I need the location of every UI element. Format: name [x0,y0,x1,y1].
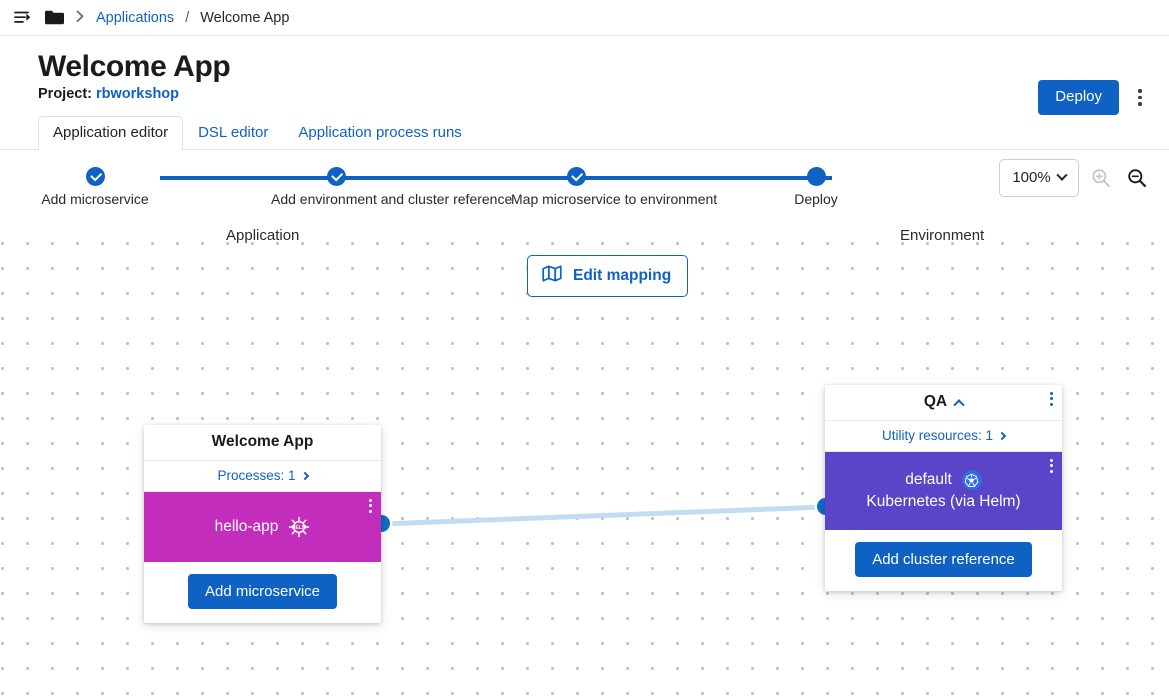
kubernetes-icon [961,470,982,491]
zoom-controls: 100% [999,158,1151,197]
cluster-overflow-menu-icon[interactable] [1050,458,1053,473]
step-map-microservice[interactable]: Map microservice to environment [381,164,717,207]
microservice-overflow-menu-icon[interactable] [369,498,372,513]
deploy-button[interactable]: Deploy [1038,80,1119,115]
header-overflow-menu-icon[interactable] [1125,81,1155,113]
utility-resources-link[interactable]: Utility resources: 1 [825,421,1062,452]
chevron-right-icon [997,431,1007,440]
tab-bar: Application editor DSL editor Applicatio… [0,115,1169,150]
column-header-application: Application [226,226,300,244]
environment-node-footer: Add cluster reference [825,530,1062,591]
tab-application-process-runs[interactable]: Application process runs [298,123,462,141]
cluster-type: Kubernetes (via Helm) [866,493,1021,511]
microservice-node[interactable]: hello-app HELM [144,491,381,562]
diagram-canvas[interactable]: Application Environment Edit mapping Wel… [0,219,1169,696]
step-dot-check-icon[interactable] [566,166,586,186]
environment-node-header: QA [825,385,1062,421]
add-cluster-reference-button[interactable]: Add cluster reference [855,541,1032,577]
breadcrumb-current: Welcome App [200,9,290,26]
stepper-track [160,175,832,180]
chevron-up-icon[interactable] [953,399,965,411]
edit-mapping-button[interactable]: Edit mapping [527,254,689,297]
microservice-name: hello-app [214,517,279,535]
expand-sidebar-icon[interactable] [14,10,33,25]
zoom-level-select[interactable]: 100% [999,158,1079,197]
step-label: Add microservice [41,190,149,207]
environment-node-card[interactable]: QA Utility resources: 1 default [825,384,1062,591]
map-icon [542,265,563,287]
stepper-zone: Add microservice Add environment and clu… [0,149,1169,220]
utility-resources-label: Utility resources: 1 [881,428,994,444]
edit-mapping-label: Edit mapping [573,266,672,284]
column-header-environment: Environment [900,226,985,244]
step-dot[interactable] [806,166,826,186]
step-dot-check-icon[interactable] [326,166,346,186]
chevron-down-icon [1056,169,1068,181]
breadcrumb-chevron-icon [76,10,85,25]
step-deploy[interactable]: Deploy [621,164,881,207]
zoom-in-icon[interactable] [1087,164,1115,192]
processes-label: Processes: 1 [217,468,296,484]
header-actions: Deploy [1038,80,1155,115]
breadcrumb-bar: Applications / Welcome App [0,0,1169,36]
svg-text:HELM: HELM [292,524,307,530]
environment-overflow-menu-icon[interactable] [1050,391,1053,406]
step-label: Deploy [794,190,838,207]
application-node-footer: Add microservice [144,562,381,623]
step-add-environment[interactable]: Add environment and cluster reference [141,164,512,207]
project-link[interactable]: rbworkshop [96,85,180,102]
zoom-out-icon[interactable] [1123,164,1151,192]
breadcrumb-slash: / [185,9,190,26]
helm-icon: HELM [288,516,310,538]
application-processes-link[interactable]: Processes: 1 [144,461,381,492]
project-label: Project: [38,85,92,102]
application-node-card[interactable]: Welcome App Processes: 1 hello-app HELM [144,424,381,623]
cluster-node[interactable]: default Kubernetes (via Helm) [825,451,1062,530]
folder-icon[interactable] [44,9,65,26]
cluster-name: default [905,471,952,489]
tab-dsl-editor[interactable]: DSL editor [198,123,269,141]
page-title: Welcome App [38,50,231,83]
chevron-right-icon [300,471,309,480]
application-node-title: Welcome App [144,425,381,461]
add-microservice-button[interactable]: Add microservice [187,573,338,609]
tab-application-editor[interactable]: Application editor [38,115,184,150]
step-add-microservice[interactable]: Add microservice [0,164,160,207]
zoom-level-value: 100% [1012,169,1051,187]
environment-node-title: QA [923,393,948,411]
breadcrumb-link-applications[interactable]: Applications [96,9,175,26]
progress-stepper: Add microservice Add environment and clu… [41,164,882,216]
page-header: Welcome App Project: rbworkshop Deploy [0,36,1169,115]
project-line: Project: rbworkshop [38,86,1149,102]
step-dot-check-icon[interactable] [85,166,105,186]
